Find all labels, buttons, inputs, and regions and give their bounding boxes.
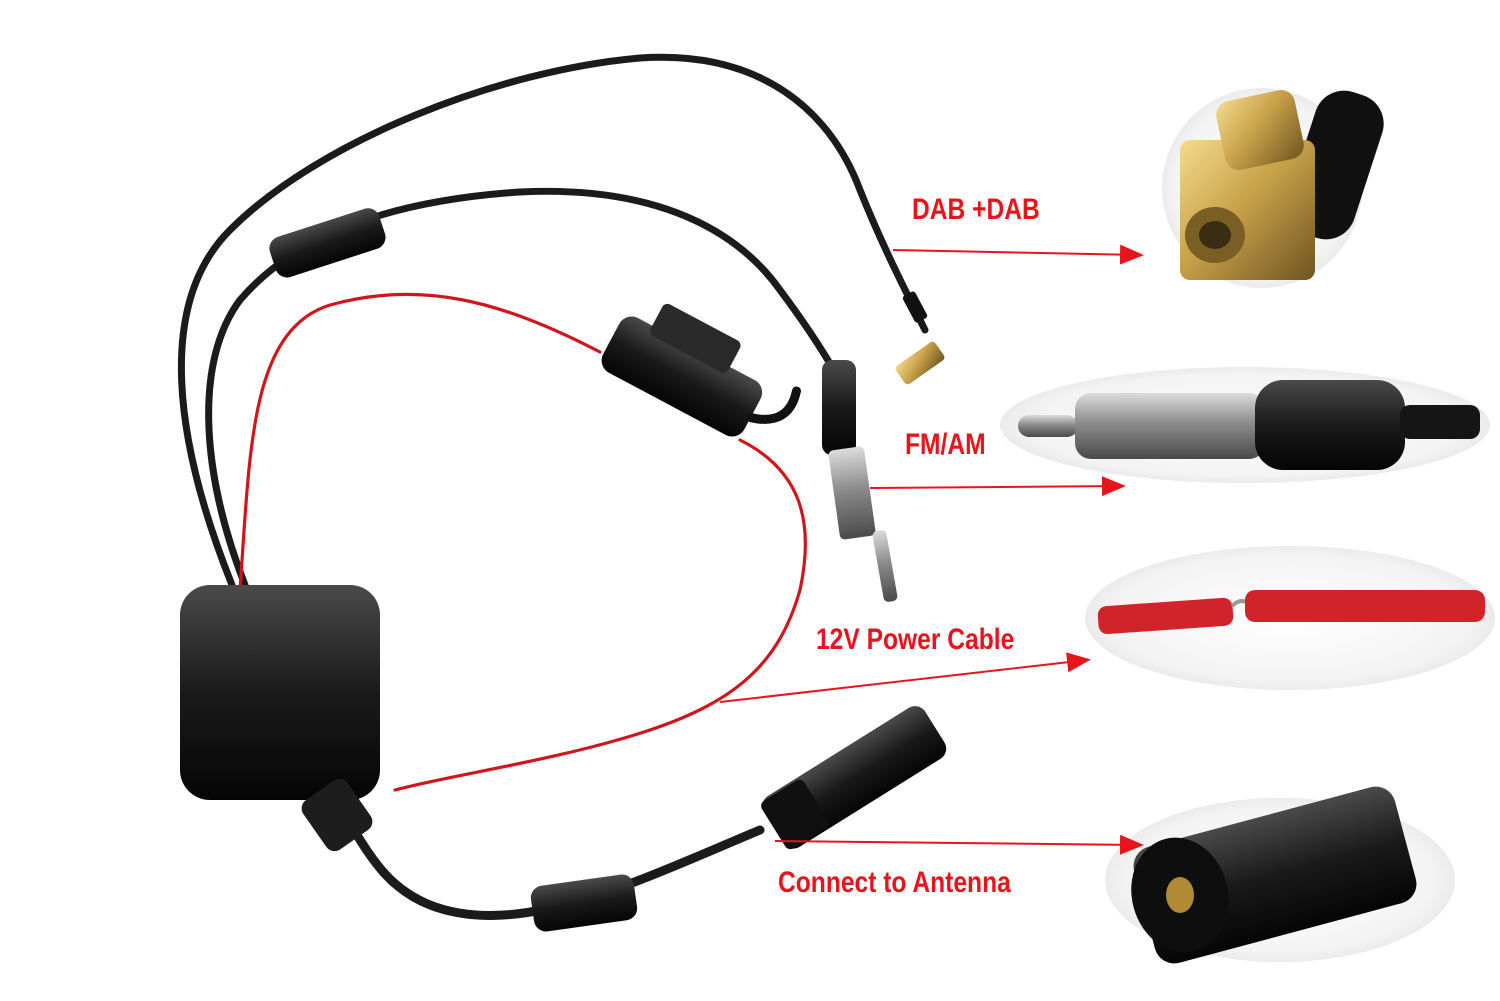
power-cable-inset [1085,546,1495,690]
amplifier-box [180,585,380,800]
antenna-label: Connect to Antenna [778,866,1011,899]
arrow-fm [869,476,1126,497]
fm-am-label: FM/AM [905,428,986,461]
antenna-socket-inset [1105,786,1455,964]
arrow-antenna [774,834,1144,855]
dab-connector-inset [1162,88,1384,288]
ferrite-core-bottom [530,874,638,932]
antenna-socket [761,706,947,850]
fm-plug-small [822,360,898,602]
power-cable-label: 12V Power Cable [816,623,1015,656]
dab-plug-small [895,291,945,385]
strain-relief [301,778,373,852]
dab-label: DAB +DAB [912,193,1040,226]
output-cable [330,795,765,920]
arrow-dab [892,244,1144,265]
fm-connector-inset [1000,367,1490,483]
fm-cable [205,187,839,589]
power-wire [238,292,807,792]
pointer-arrows [719,244,1144,855]
cable-assembly [178,53,947,932]
ferrite-core-top [269,208,386,278]
dab-cable [178,53,929,589]
arrow-power [719,652,1091,703]
fuse-holder [601,303,801,437]
